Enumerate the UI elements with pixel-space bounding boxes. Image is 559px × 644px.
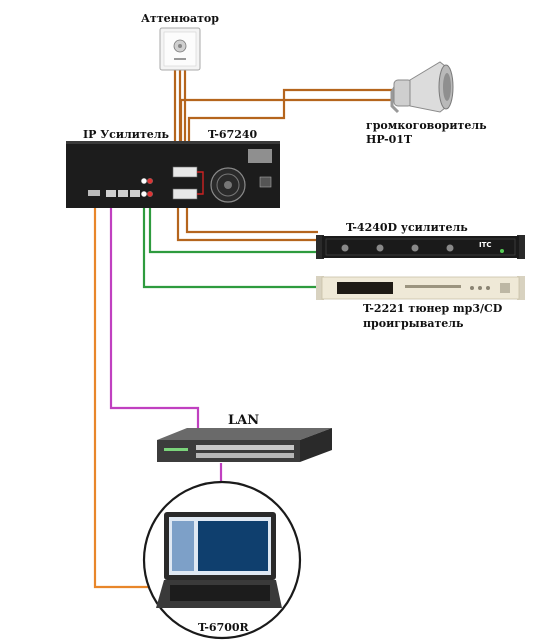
tuner-cd-slot xyxy=(405,285,461,288)
speaker-label-2: HP-01T xyxy=(366,133,413,146)
amp-terminal-block-bottom xyxy=(172,188,198,200)
rack-knob-3 xyxy=(411,244,419,252)
rack-right-ear xyxy=(517,235,525,259)
amp-rca-white-1 xyxy=(140,177,148,185)
switch-ports-row-2 xyxy=(196,453,294,458)
rack-bezel xyxy=(325,238,516,256)
tuner-btn-1 xyxy=(470,286,474,290)
lan-wires xyxy=(109,196,223,514)
laptop-keyboard xyxy=(170,585,270,601)
pc-label: T-6700R xyxy=(198,621,250,634)
audio-wires xyxy=(142,198,318,289)
attenuator-device xyxy=(159,27,201,71)
tuner-display xyxy=(337,282,393,294)
amp-model-label: T-67240 xyxy=(208,128,258,141)
rack-logo: ITC xyxy=(479,241,492,249)
speaker-label-1: громкоговоритель xyxy=(366,119,487,132)
switch-led-strip xyxy=(164,448,188,451)
amp-label-plate xyxy=(248,149,272,163)
rack-knob-2 xyxy=(376,244,384,252)
amp-power-socket-icon xyxy=(259,176,272,188)
wire-to-rack-1 xyxy=(185,200,318,234)
rack-chassis xyxy=(322,236,519,258)
rack-power-led xyxy=(500,249,504,253)
serial-wires xyxy=(93,196,160,589)
tuner-left-ear xyxy=(316,276,324,300)
laptop-screen-panel xyxy=(172,521,194,571)
network-switch-device xyxy=(157,428,332,462)
amp-rca-red-2 xyxy=(146,190,154,198)
switch-side xyxy=(300,428,332,462)
attenuator-label: Аттенюатор xyxy=(141,12,219,25)
attenuator-knob-center xyxy=(178,44,182,48)
wire-lan-amp xyxy=(109,196,200,455)
amp-rca-white-2 xyxy=(140,190,148,198)
switch-ports-row-1 xyxy=(196,445,294,450)
rack-amp-label: T-4240D усилитель xyxy=(346,221,468,234)
wire-speaker-bottom xyxy=(187,88,394,176)
amp-fan-ring xyxy=(216,173,240,197)
tuner-btn-2 xyxy=(478,286,482,290)
amp-top-edge xyxy=(66,141,280,144)
amp-serial-port xyxy=(88,190,100,196)
rack-knob-1 xyxy=(341,244,349,252)
amp-terminal-block-top xyxy=(172,166,198,178)
tuner-label-1: T-2221 тюнер mp3/CD xyxy=(363,302,503,315)
laptop-device xyxy=(142,480,302,640)
tuner-power-switch xyxy=(500,283,510,293)
ip-amplifier-device xyxy=(66,141,280,208)
amp-fan-hub xyxy=(224,181,232,189)
switch-top xyxy=(157,428,332,440)
rack-knob-4 xyxy=(446,244,454,252)
rack-left-ear xyxy=(316,235,324,259)
speaker-driver xyxy=(393,79,413,107)
tuner-btn-3 xyxy=(486,286,490,290)
horn-speaker-icon xyxy=(390,61,454,114)
tuner-device xyxy=(316,276,525,300)
lan-label: LAN xyxy=(228,413,259,428)
attenuator-scale xyxy=(174,58,186,60)
wire-audio-tuner xyxy=(142,198,318,289)
tuner-right-ear xyxy=(517,276,525,300)
amp-lan-port-2 xyxy=(118,190,128,197)
amp-lan-port-1 xyxy=(106,190,116,197)
amp-rca-red-1 xyxy=(146,177,154,185)
laptop-screen-window xyxy=(198,521,268,571)
wire-serial-pc xyxy=(93,196,160,589)
tuner-label-2: проигрыватель xyxy=(363,317,464,330)
amp-red-wire xyxy=(197,171,204,195)
amp-lan-port-3 xyxy=(130,190,140,197)
wire-to-rack-2 xyxy=(176,200,318,242)
ip-amplifier-label: IP Усилитель xyxy=(83,128,170,141)
wire-audio-rack xyxy=(148,198,318,254)
speaker-mouth-inner xyxy=(443,73,451,101)
rack-amplifier-device: ITC xyxy=(316,235,525,259)
